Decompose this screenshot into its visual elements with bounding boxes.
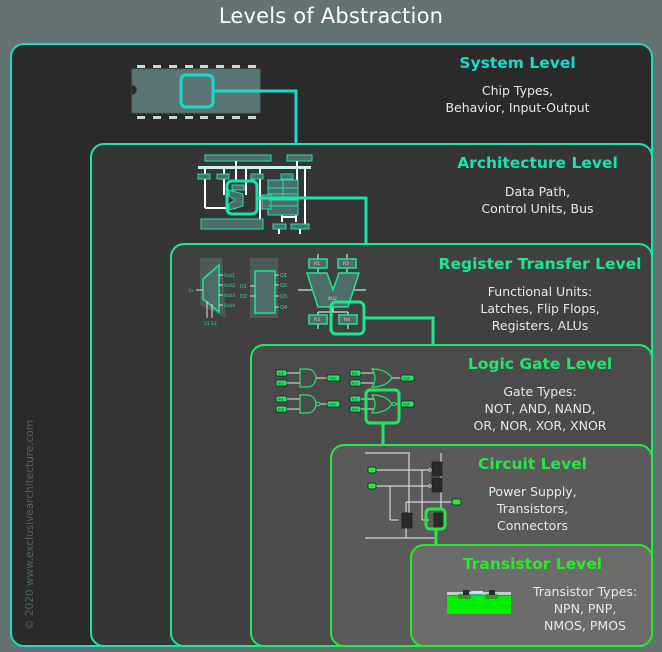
desc-line: NPN, PNP, — [553, 601, 617, 616]
transistor-level-description: Transistor Types: NPN, PNP, NMOS, PMOS — [515, 583, 655, 634]
desc-line: Control Units, Bus — [481, 201, 594, 216]
logic-gate-level-heading: Logic Gate Level — [467, 355, 613, 373]
desc-line: Transistor Types: — [532, 584, 638, 599]
rtl-description: Functional Units: Latches, Flip Flops, R… — [430, 283, 650, 334]
desc-line: Latches, Flip Flops, — [480, 301, 600, 316]
diagram-title: Levels of Abstraction — [218, 4, 444, 28]
transistor-level-heading: Transistor Level — [462, 555, 603, 573]
desc-line: Data Path, — [504, 184, 571, 199]
desc-line: NMOS, PMOS — [544, 618, 626, 633]
desc-line: OR, NOR, XOR, XNOR — [473, 418, 607, 433]
system-level-heading: System Level — [459, 54, 576, 72]
desc-line: Behavior, Input-Output — [445, 100, 590, 115]
circuit-level-heading: Circuit Level — [478, 455, 587, 473]
architecture-level-heading: Architecture Level — [457, 154, 618, 172]
architecture-level-description: Data Path, Control Units, Bus — [440, 183, 635, 217]
desc-line: Registers, ALUs — [491, 318, 589, 333]
copyright-text: © 2020 www.exclusivearchitecture.com — [24, 419, 36, 630]
panel-transistor-level — [410, 544, 653, 647]
rtl-heading: Register Transfer Level — [438, 255, 642, 273]
desc-line: Connectors — [497, 518, 568, 533]
desc-line: Functional Units: — [487, 284, 593, 299]
circuit-level-description: Power Supply, Transistors, Connectors — [465, 483, 600, 534]
desc-line: NOT, AND, NAND, — [484, 401, 596, 416]
system-level-description: Chip Types, Behavior, Input-Output — [430, 82, 605, 116]
desc-line: Transistors, — [496, 501, 569, 516]
desc-line: Gate Types: — [503, 384, 577, 399]
desc-line: Chip Types, — [481, 83, 554, 98]
desc-line: Power Supply, — [488, 484, 577, 499]
logic-gate-level-description: Gate Types: NOT, AND, NAND, OR, NOR, XOR… — [445, 383, 635, 434]
